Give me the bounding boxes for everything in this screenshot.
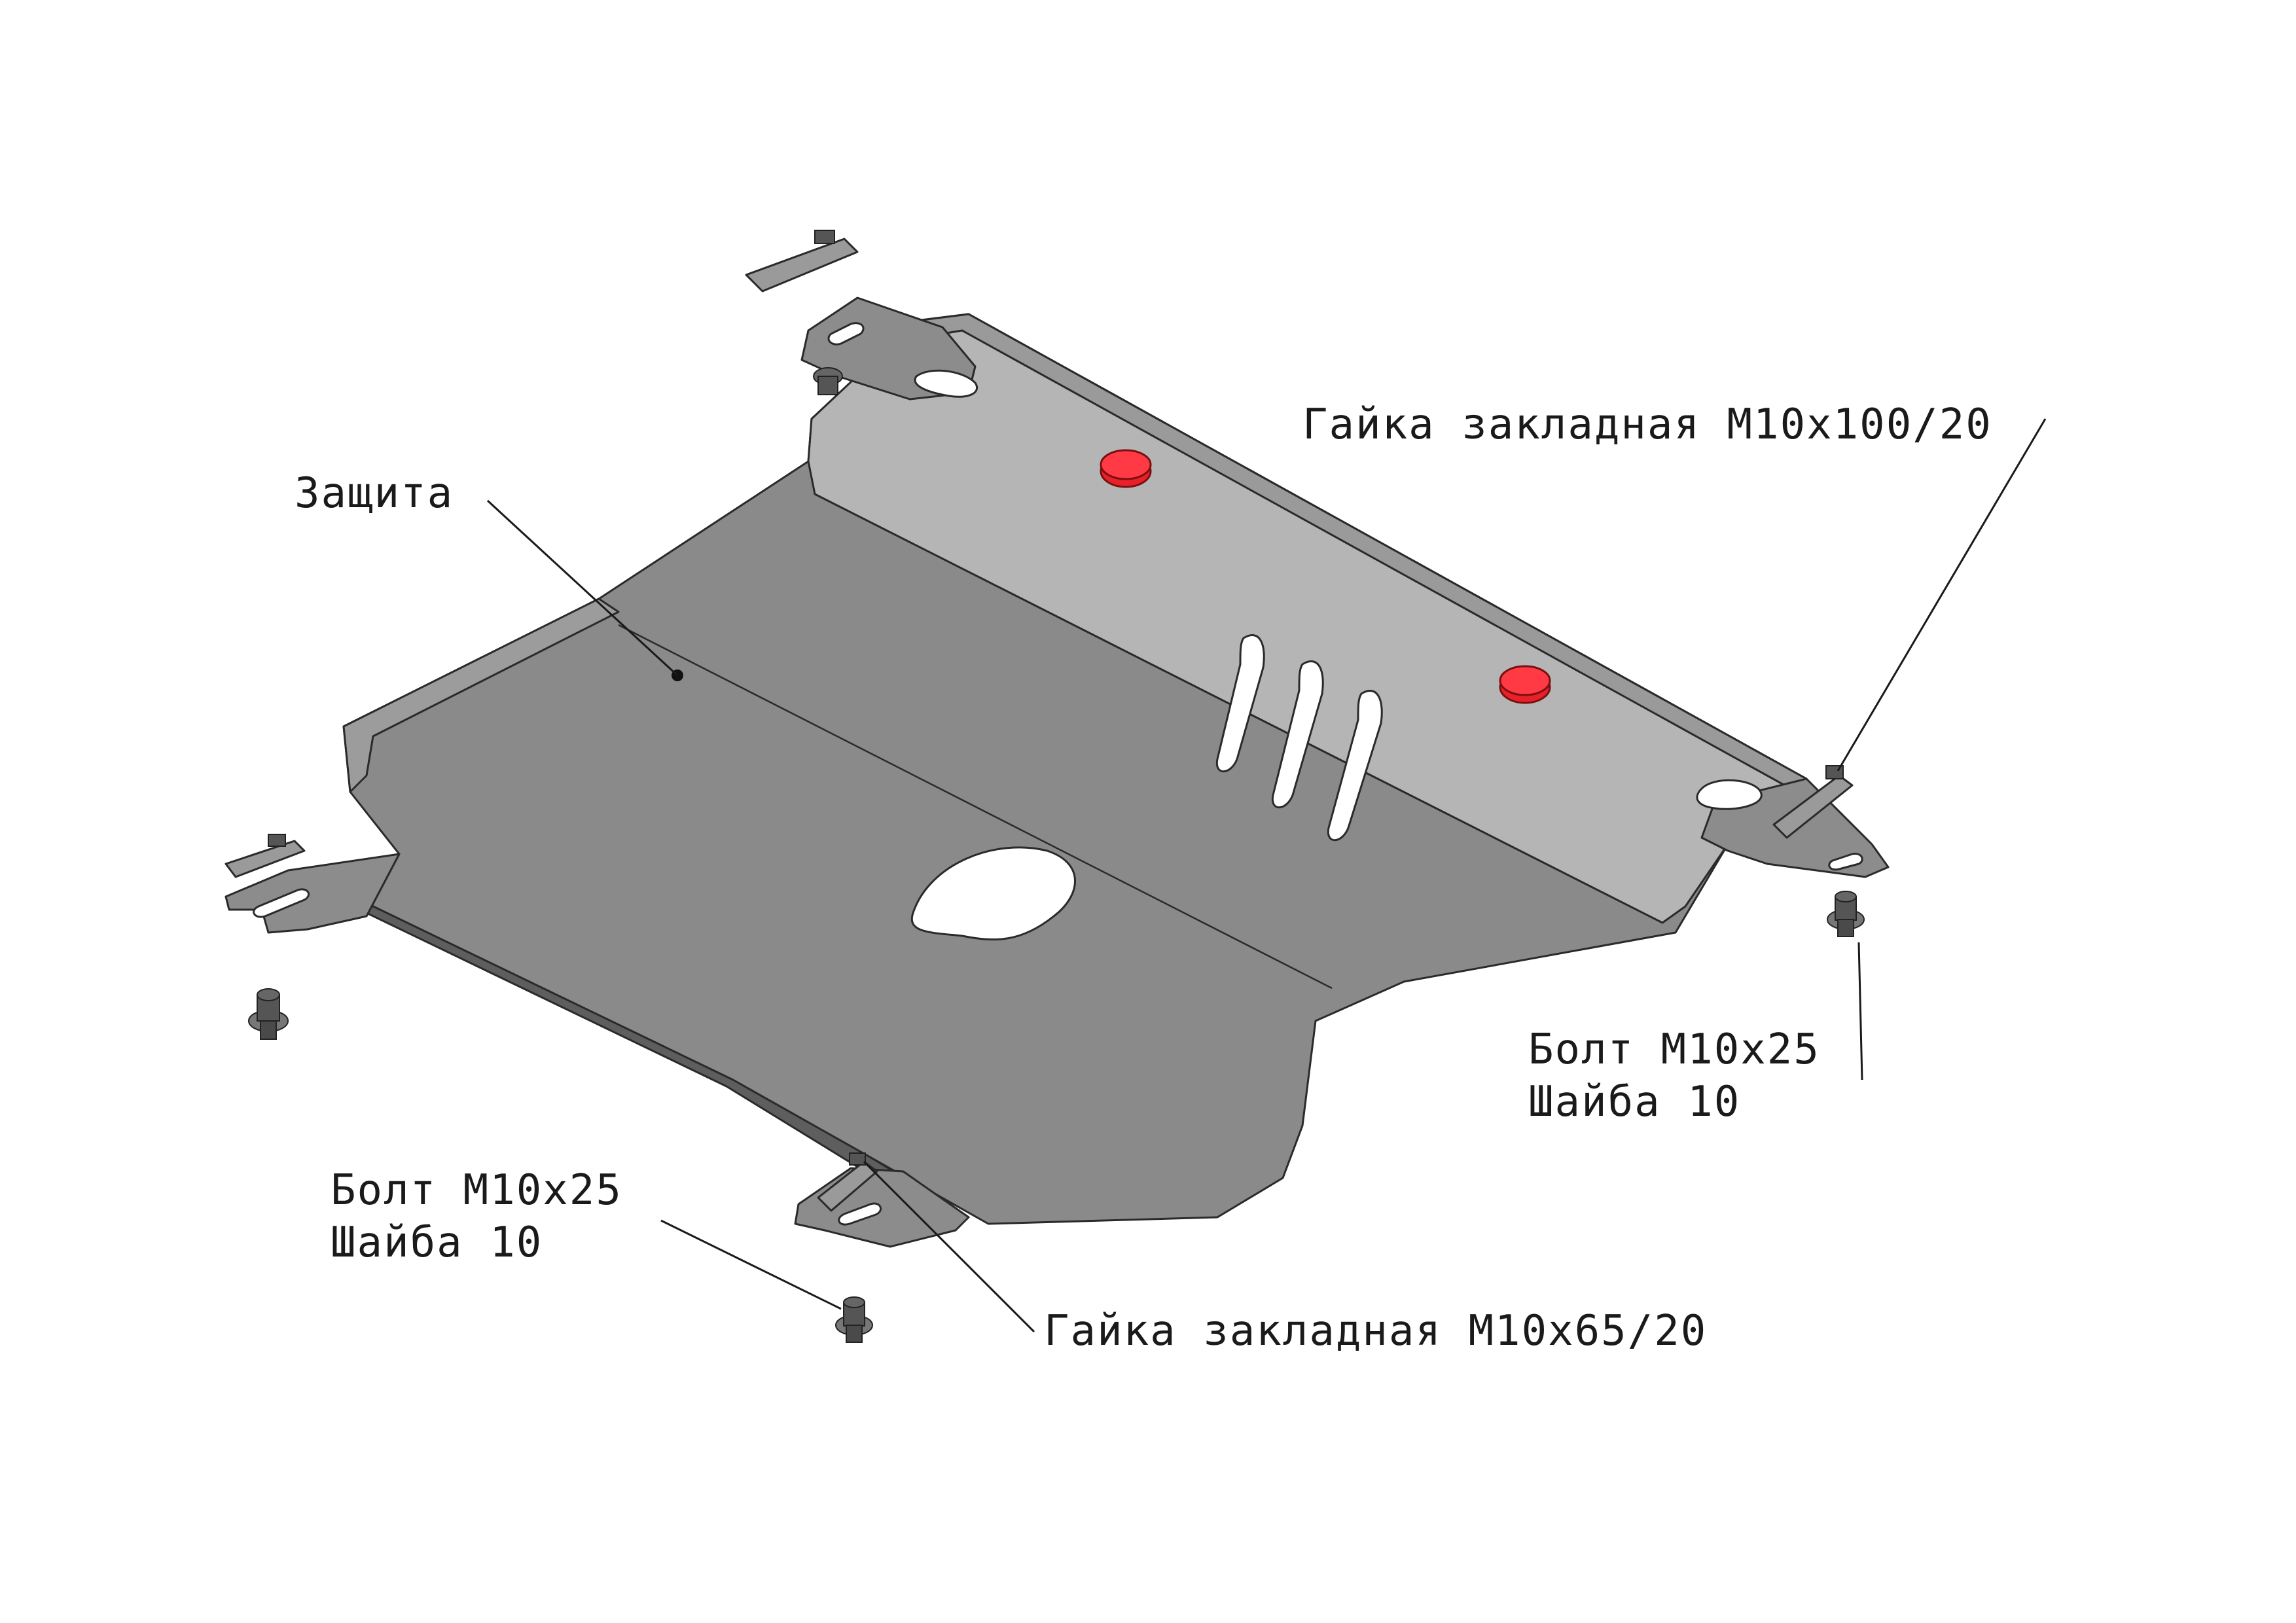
tab-rear-left-hole [914, 369, 978, 398]
hardware [224, 230, 1865, 1343]
plate-lower-crease [366, 902, 734, 1081]
bolt-rear-left [813, 367, 843, 395]
label-bolt-left-line2: Шайба 10 [331, 1219, 543, 1267]
label-protection: Защита [295, 469, 454, 518]
vent-slot-1 [1215, 634, 1265, 773]
vent-slot-3 [1327, 690, 1383, 842]
tab-front-left-slot [253, 888, 310, 918]
leader-bolt-right [1857, 942, 1863, 1080]
plate-front-rim [342, 597, 620, 793]
embedded-nut-front-right [817, 1152, 878, 1212]
leader-protection [486, 499, 679, 677]
vent-slots [1215, 634, 1383, 842]
label-nut-top: Гайка закладная М10х100/20 [1302, 401, 1992, 449]
inspection-hole [910, 846, 1076, 941]
embedded-nut-front-left [224, 834, 306, 878]
leader-nut-bottom [863, 1160, 1035, 1333]
tab-rear-right-hole [1696, 779, 1763, 810]
label-bolt-left-line1: Болт М10х25 [331, 1166, 622, 1215]
leader-bolt-left [660, 1219, 842, 1310]
leader-lines [486, 418, 2047, 1333]
drain-plugs [1100, 449, 1551, 704]
bolt-front-left [248, 988, 289, 1040]
tab-front-right-slot [838, 1202, 882, 1226]
leader-nut-top [1837, 418, 2047, 772]
red-plug-1-top [1100, 449, 1152, 480]
label-nut-bottom: Гайка закладная М10х65/20 [1044, 1307, 1707, 1355]
bolt-front-right [835, 1296, 873, 1343]
label-bolt-right-line1: Болт М10х25 [1528, 1026, 1820, 1074]
vent-slot-2 [1271, 660, 1324, 809]
label-bolt-right-line2: Шайба 10 [1528, 1078, 1740, 1126]
bolt-rear-right [1827, 891, 1865, 937]
red-plug-2-top [1499, 665, 1551, 696]
callout-labels: Защита Гайка закладная М10х100/20 Болт М… [295, 401, 1992, 1355]
tab-rear-left-slot [827, 322, 865, 346]
plate-center-crease [618, 624, 1333, 990]
tab-rear-right-slot [1828, 853, 1863, 871]
protection-plate [342, 313, 1808, 1228]
embedded-nut-top-left [745, 230, 859, 293]
